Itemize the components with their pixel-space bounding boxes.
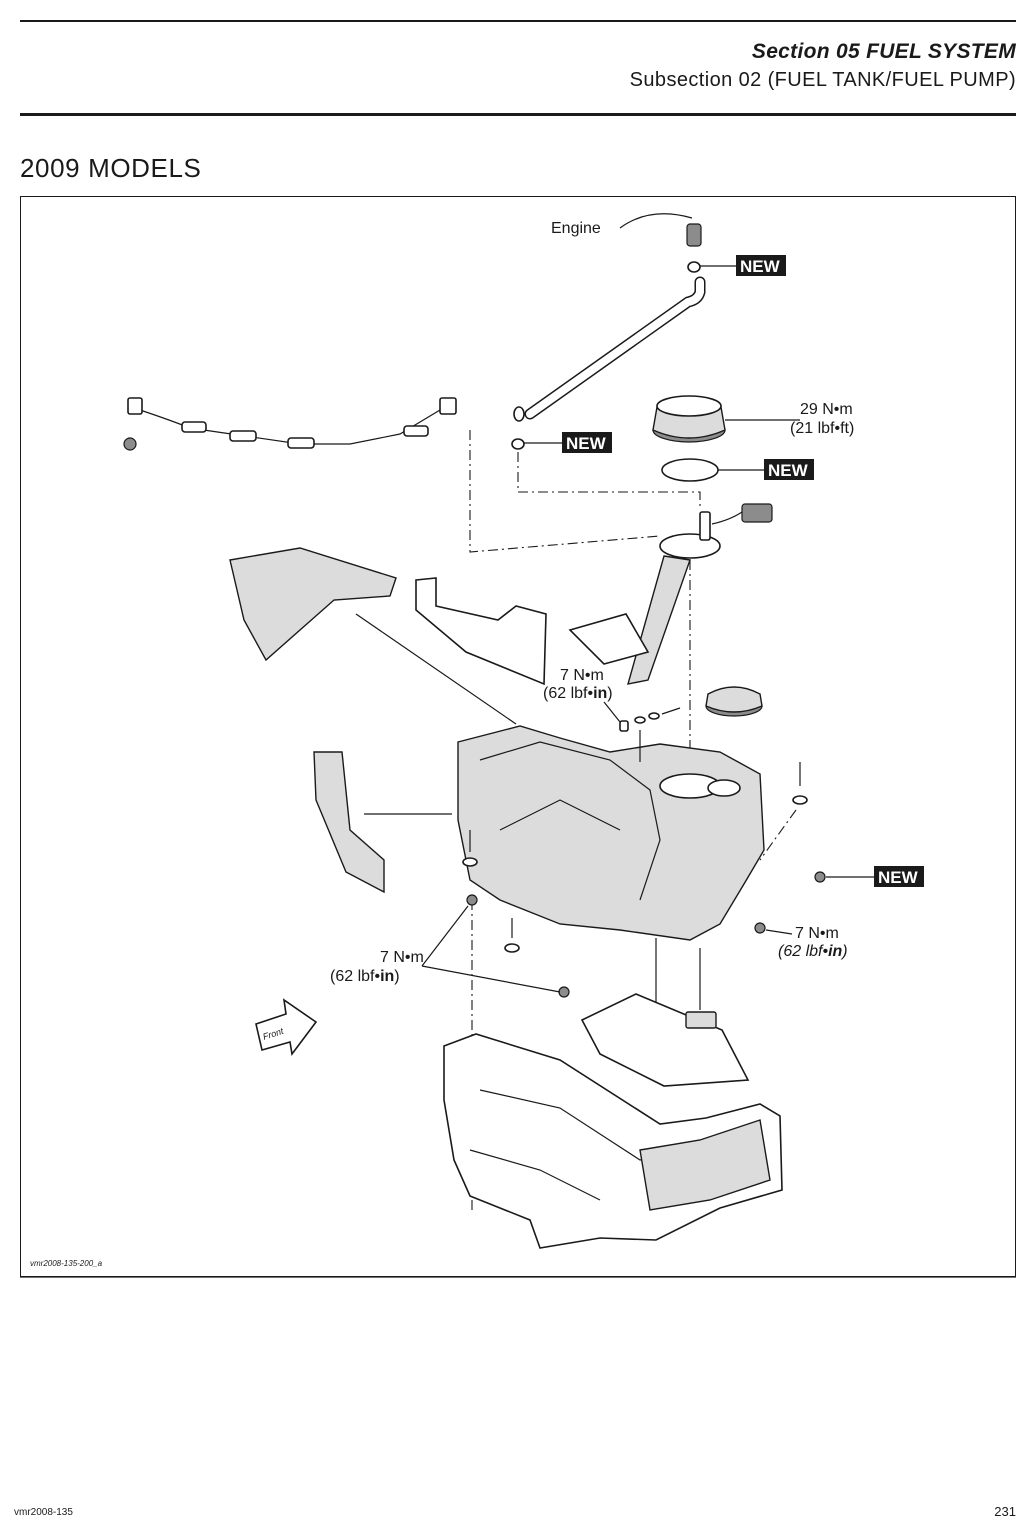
front-arrow: Front (255, 998, 318, 1056)
lock-ring (652, 395, 726, 443)
page-number: 231 (994, 1504, 1016, 1519)
nut (466, 894, 478, 906)
new-badge: NEW (700, 255, 786, 276)
pump-gasket (661, 458, 719, 482)
mounting-bolt (792, 762, 808, 805)
mounting-bolt (462, 830, 478, 867)
heat-shield-upper (229, 547, 397, 662)
new-badge: NEW (524, 432, 612, 453)
nut (754, 922, 766, 934)
torque-62-lbfin-left: (62 lbf•in) (330, 968, 400, 985)
figure-id: vmr2008-135-200_a (30, 1259, 103, 1268)
heat-shield-side (313, 751, 385, 894)
fuel-pump-module (568, 503, 773, 685)
header-rule (20, 113, 1016, 116)
clip (814, 871, 826, 883)
torque-62-lbfin-mid: (62 lbf•in) (543, 685, 613, 702)
torque-leader (421, 905, 561, 993)
hose-oring (511, 438, 525, 450)
page-heading: 2009 MODELS (20, 153, 202, 183)
section-title: Section 05 FUEL SYSTEM (751, 40, 1016, 63)
assembly-arrows (355, 613, 701, 1012)
mounting-bolt (504, 918, 520, 953)
torque-7-nm-right: 7 N•m (795, 925, 839, 942)
torque-29-nm: 29 N•m (800, 401, 853, 418)
svg-text:NEW: NEW (878, 868, 919, 887)
nut (558, 986, 570, 998)
fuel-hose (524, 276, 706, 420)
torque-7-nm-left: 7 N•m (380, 949, 424, 966)
torque-leader (603, 701, 621, 723)
svg-text:NEW: NEW (566, 434, 607, 453)
document-id: vmr2008-135 (14, 1507, 73, 1518)
torque-7-nm-mid: 7 N•m (560, 667, 604, 684)
torque-62-lbfin-right: (62 lbf•in) (778, 943, 848, 960)
support-tray (443, 1033, 783, 1249)
heat-shield-panel (415, 577, 547, 686)
insulation-pad (580, 993, 750, 1087)
wiring-harness (123, 397, 457, 451)
rubber-block (685, 1011, 717, 1029)
fuel-tank (457, 725, 765, 941)
engine-label: Engine (551, 220, 601, 237)
svg-text:NEW: NEW (768, 461, 809, 480)
engine-leader (619, 213, 693, 229)
hose-clamp (513, 406, 525, 422)
subsection-title: Subsection 02 (FUEL TANK/FUEL PUMP) (629, 69, 1016, 91)
torque-leader (765, 929, 793, 935)
screw-and-washers (619, 707, 681, 732)
engine-fitting (686, 223, 702, 273)
new-badge: NEW (718, 459, 814, 480)
torque-21-lbfft: (21 lbf•ft) (790, 420, 854, 437)
new-badge: NEW (826, 866, 924, 887)
fuel-cap (705, 686, 763, 717)
svg-text:NEW: NEW (740, 257, 781, 276)
top-rule (20, 20, 1016, 22)
